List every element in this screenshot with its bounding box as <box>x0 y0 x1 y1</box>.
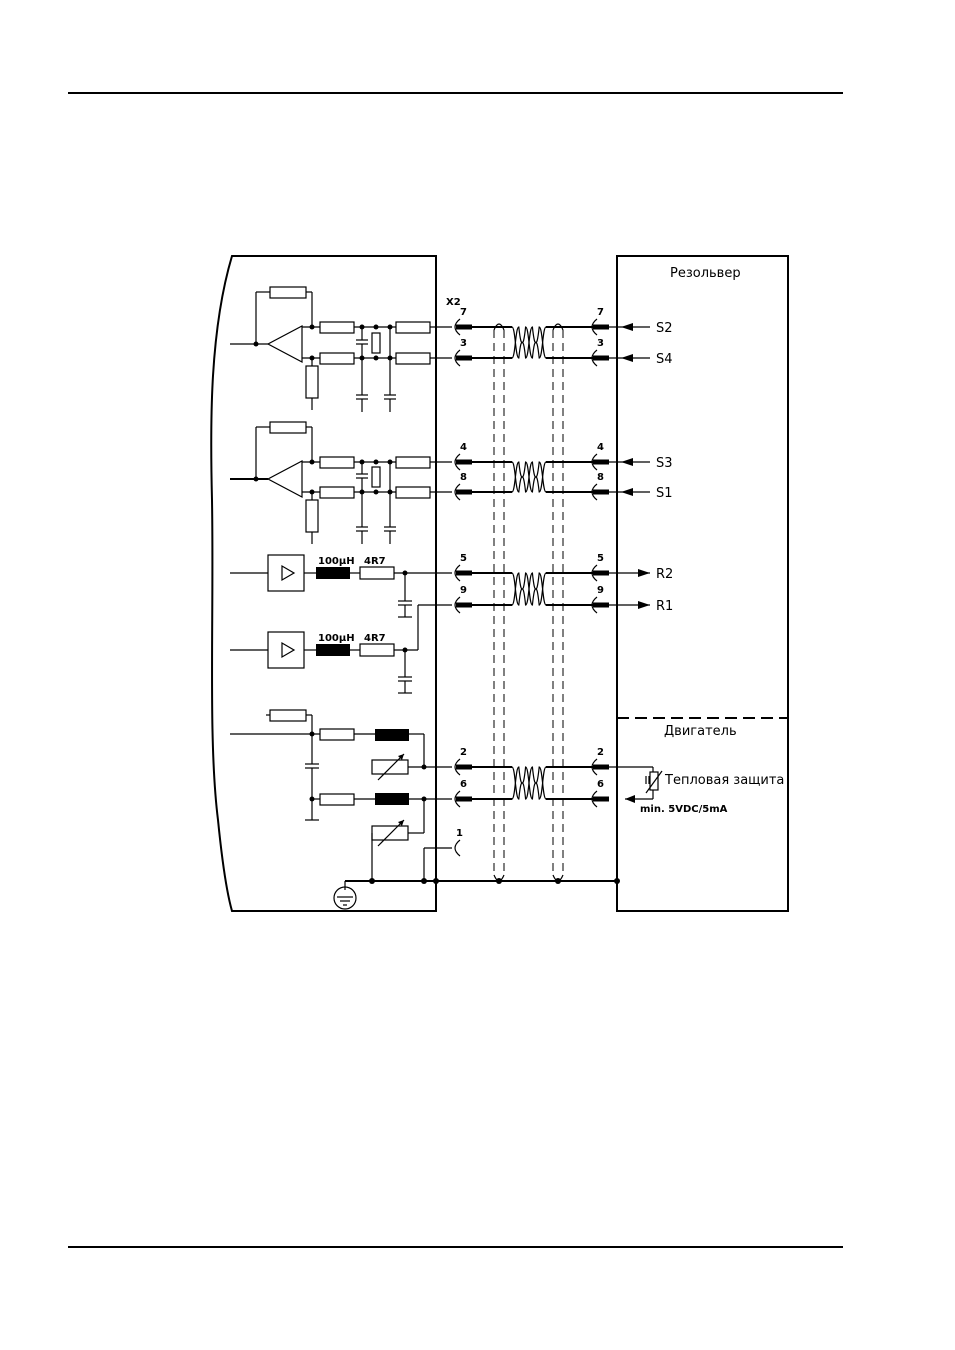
thermal-spec: min. 5VDC/5mA <box>640 804 728 815</box>
cosine-input-stage <box>230 422 452 544</box>
pin-number: 9 <box>597 585 604 596</box>
svg-text:100µH: 100µH <box>318 556 355 567</box>
connector-pin-7: 7 <box>592 307 609 335</box>
excitation-driver-1: 100µH 4R7 <box>230 555 452 617</box>
thermal-input-stage <box>230 710 452 881</box>
drive-outline <box>211 256 436 911</box>
pin-number: 9 <box>460 585 467 596</box>
pin-number: 4 <box>460 442 467 453</box>
pin-number: 7 <box>597 307 604 318</box>
twisted-pair <box>470 327 595 358</box>
pin-number: 3 <box>597 338 604 349</box>
connector-pin-8: 8 <box>592 472 609 500</box>
connector-label: X2 <box>446 297 461 308</box>
connector-pin-5: 5 <box>455 553 472 581</box>
pin-number: 2 <box>460 747 467 758</box>
connector-pin-3: 3 <box>455 338 472 366</box>
signal-label: R2 <box>656 567 673 582</box>
connector-pin-4: 4 <box>592 442 609 470</box>
pin-number: 8 <box>597 472 604 483</box>
cable-shields <box>494 324 563 881</box>
ground-symbol <box>334 887 356 909</box>
connector-pin-5: 5 <box>592 553 609 581</box>
signal-r2: R2 <box>605 567 673 582</box>
sine-input-stage <box>230 287 452 412</box>
connector-pin-3: 3 <box>592 338 609 366</box>
connector-pins: 7 7 3 3 4 4 8 8 5 5 9 9 2 2 6 6 1 <box>455 307 609 856</box>
twisted-pairs <box>470 327 595 799</box>
thermal-label: Тепловая защита <box>664 773 784 788</box>
signal-label: S3 <box>656 456 673 471</box>
pin-number: 7 <box>460 307 467 318</box>
signal-label: R1 <box>656 599 673 614</box>
motor-title: Двигатель <box>664 724 737 739</box>
thermal-protection: Тепловая защита min. 5VDC/5mA <box>605 767 784 815</box>
twisted-pair <box>470 462 595 492</box>
svg-text:4R7: 4R7 <box>364 633 386 644</box>
signal-s3: S3 <box>605 456 673 471</box>
connector-pin-2: 2 <box>592 747 609 775</box>
pin-number: 2 <box>597 747 604 758</box>
twisted-pair <box>470 573 595 605</box>
ground-bus <box>334 848 620 909</box>
connector-pin-8: 8 <box>455 472 472 500</box>
resolver-title: Резольвер <box>670 266 741 281</box>
connector-pin-6: 6 <box>592 779 609 807</box>
pin-number: 4 <box>597 442 604 453</box>
connector-pin-2: 2 <box>455 747 472 775</box>
signal-label: S4 <box>656 352 673 367</box>
twisted-pair <box>470 767 595 799</box>
pin-number: 5 <box>597 553 604 564</box>
svg-text:4R7: 4R7 <box>364 556 386 567</box>
pin-number: 5 <box>460 553 467 564</box>
connector-pin-7: 7 <box>455 307 472 335</box>
svg-text:1: 1 <box>456 828 463 839</box>
connector-pin-9: 9 <box>455 585 472 613</box>
connector-pin-6: 6 <box>455 779 472 807</box>
signal-r1: R1 <box>605 599 673 614</box>
signal-label: S2 <box>656 321 673 336</box>
signal-s2: S2 <box>605 321 673 336</box>
shield-pin: 1 <box>455 828 463 856</box>
pin-number: 3 <box>460 338 467 349</box>
excitation-driver-2: 100µH 4R7 <box>230 605 452 693</box>
pin-number: 6 <box>597 779 604 790</box>
pin-number: 8 <box>460 472 467 483</box>
pin-number: 6 <box>460 779 467 790</box>
svg-text:100µH: 100µH <box>318 633 355 644</box>
signal-s1: S1 <box>605 486 673 501</box>
signal-s4: S4 <box>605 352 673 367</box>
signal-label: S1 <box>656 486 673 501</box>
connector-pin-9: 9 <box>592 585 609 613</box>
connector-pin-4: 4 <box>455 442 472 470</box>
